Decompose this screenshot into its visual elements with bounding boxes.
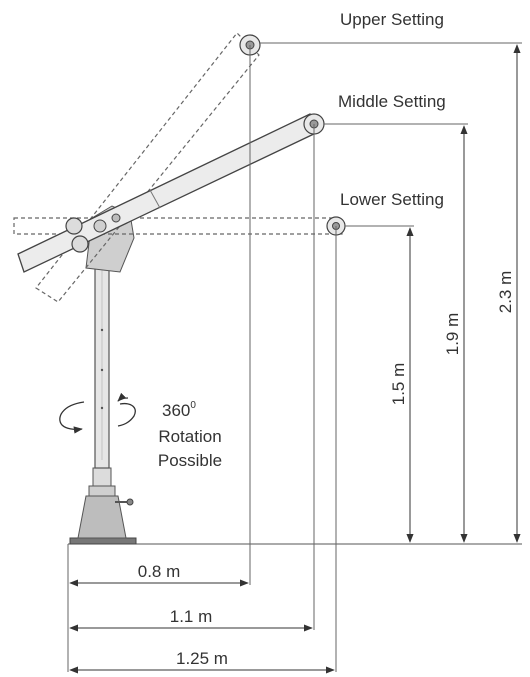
label-height-middle: 1.9 m [443,313,462,356]
label-height-upper: 2.3 m [496,271,515,314]
rotation-arrows-icon [59,392,136,434]
label-middle-setting: Middle Setting [338,92,446,111]
label-height-lower: 1.5 m [389,363,408,406]
rotation-degrees: 3600 [162,400,196,420]
label-lower-setting: Lower Setting [340,190,444,209]
rotation-line2: Possible [158,451,222,470]
mast [94,257,110,469]
base-pedestal [69,467,137,545]
pivot-pulleys [65,213,121,253]
label-reach-middle: 1.1 m [170,607,213,626]
boom-middle-setting [17,113,325,273]
label-reach-upper: 0.8 m [138,562,181,581]
label-reach-lower: 1.25 m [176,649,228,668]
label-upper-setting: Upper Setting [340,10,444,29]
rotation-line1: Rotation [158,427,221,446]
